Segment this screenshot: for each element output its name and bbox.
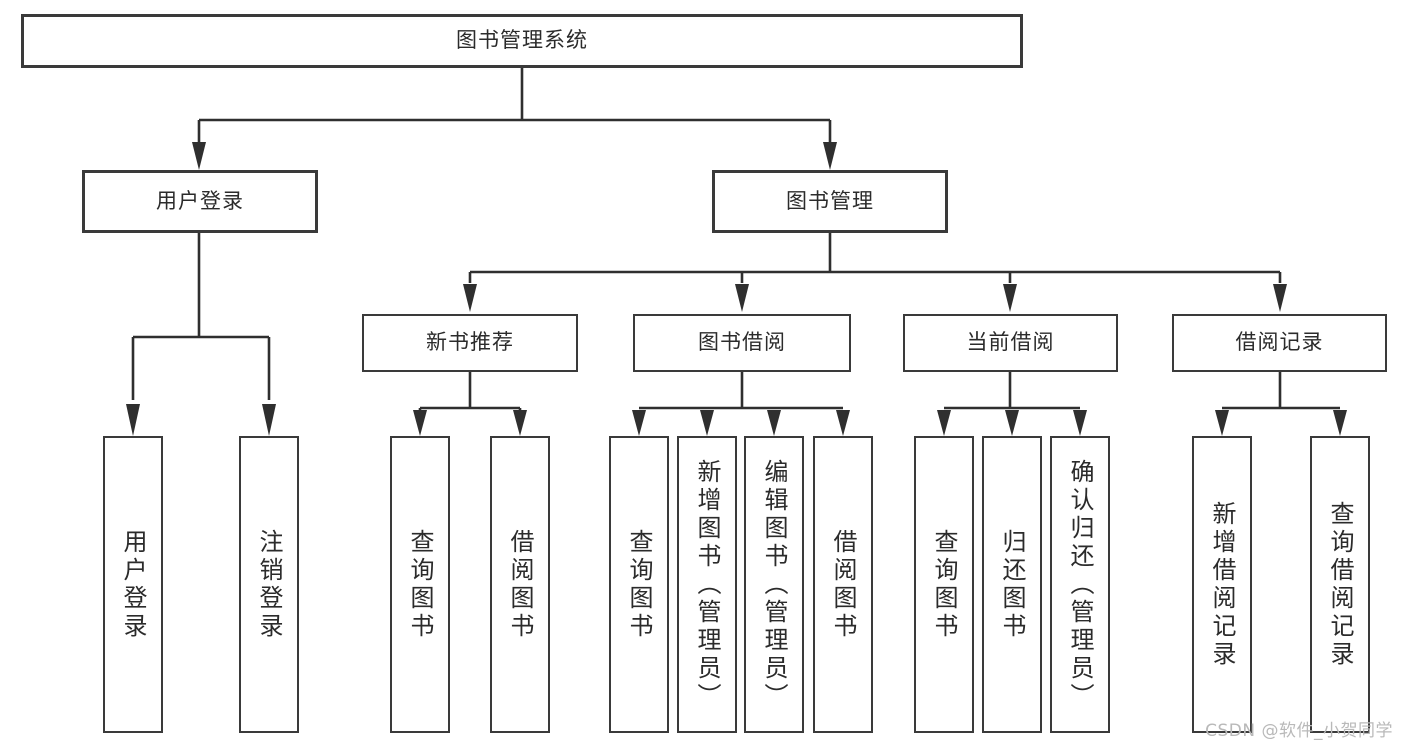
node-new-book-recommend[interactable]: 新书推荐 bbox=[362, 314, 578, 372]
node-borrow-record-label: 借阅记录 bbox=[1235, 330, 1324, 355]
arrowhead-book-manage bbox=[823, 142, 837, 170]
arrowhead-br-add bbox=[1215, 410, 1229, 436]
leaf-bb-query-book-label: 查询图书 bbox=[625, 528, 653, 641]
leaf-bb-add-book[interactable]: 新增图书（管理员） bbox=[677, 436, 737, 733]
node-new-book-recommend-label: 新书推荐 bbox=[426, 330, 514, 355]
leaf-bb-add-book-label: 新增图书（管理员） bbox=[693, 458, 721, 711]
arrowhead-leaf-logout bbox=[262, 404, 276, 436]
leaf-br-query-record[interactable]: 查询借阅记录 bbox=[1310, 436, 1370, 733]
arrowhead-borrow-book bbox=[735, 284, 749, 312]
leaf-cb-confirm-return-label: 确认归还（管理员） bbox=[1066, 458, 1094, 711]
leaf-br-query-record-label: 查询借阅记录 bbox=[1326, 500, 1354, 669]
arrowhead-cb-confirm bbox=[1073, 410, 1087, 436]
arrowhead-bb-borrow bbox=[836, 410, 850, 436]
arrowhead-cb-return bbox=[1005, 410, 1019, 436]
leaf-bb-edit-book[interactable]: 编辑图书（管理员） bbox=[744, 436, 804, 733]
leaf-bb-borrow-book-label: 借阅图书 bbox=[829, 528, 857, 641]
node-root-label: 图书管理系统 bbox=[456, 28, 588, 53]
arrowhead-nb-borrow bbox=[513, 410, 527, 436]
leaf-user-login-label: 用户登录 bbox=[119, 528, 147, 641]
node-root[interactable]: 图书管理系统 bbox=[21, 14, 1023, 68]
node-book-management[interactable]: 图书管理 bbox=[712, 170, 948, 233]
leaf-nb-query-book[interactable]: 查询图书 bbox=[390, 436, 450, 733]
arrowhead-nb-query bbox=[413, 410, 427, 436]
watermark: CSDN @软件_小贺同学 bbox=[1205, 721, 1393, 741]
node-current-borrow[interactable]: 当前借阅 bbox=[903, 314, 1118, 372]
leaf-nb-borrow-book-label: 借阅图书 bbox=[506, 528, 534, 641]
arrowhead-current-borrow bbox=[1003, 284, 1017, 312]
leaf-cb-query-book-label: 查询图书 bbox=[930, 528, 958, 641]
arrowhead-new-book bbox=[463, 284, 477, 312]
arrowhead-bb-query bbox=[632, 410, 646, 436]
arrowhead-br-query bbox=[1333, 410, 1347, 436]
leaf-bb-borrow-book[interactable]: 借阅图书 bbox=[813, 436, 873, 733]
node-book-management-label: 图书管理 bbox=[786, 188, 874, 213]
leaf-cb-query-book[interactable]: 查询图书 bbox=[914, 436, 974, 733]
leaf-user-login[interactable]: 用户登录 bbox=[103, 436, 163, 733]
arrowhead-bb-add bbox=[700, 410, 714, 436]
arrowhead-user-login bbox=[192, 142, 206, 170]
leaf-cb-return-book[interactable]: 归还图书 bbox=[982, 436, 1042, 733]
leaf-logout[interactable]: 注销登录 bbox=[239, 436, 299, 733]
leaf-bb-query-book[interactable]: 查询图书 bbox=[609, 436, 669, 733]
leaf-logout-label: 注销登录 bbox=[255, 528, 283, 641]
node-book-borrow[interactable]: 图书借阅 bbox=[633, 314, 851, 372]
arrowhead-leaf-user-login bbox=[126, 404, 140, 436]
leaf-cb-confirm-return[interactable]: 确认归还（管理员） bbox=[1050, 436, 1110, 733]
leaf-br-add-record-label: 新增借阅记录 bbox=[1208, 500, 1236, 669]
node-book-borrow-label: 图书借阅 bbox=[698, 330, 786, 355]
leaf-bb-edit-book-label: 编辑图书（管理员） bbox=[760, 458, 788, 711]
node-user-login-label: 用户登录 bbox=[156, 188, 244, 213]
arrowhead-cb-query bbox=[937, 410, 951, 436]
leaf-cb-return-book-label: 归还图书 bbox=[998, 528, 1026, 641]
leaf-br-add-record[interactable]: 新增借阅记录 bbox=[1192, 436, 1252, 733]
leaf-nb-borrow-book[interactable]: 借阅图书 bbox=[490, 436, 550, 733]
node-borrow-record[interactable]: 借阅记录 bbox=[1172, 314, 1387, 372]
leaf-nb-query-book-label: 查询图书 bbox=[406, 528, 434, 641]
arrowhead-borrow-record bbox=[1273, 284, 1287, 312]
node-current-borrow-label: 当前借阅 bbox=[966, 330, 1055, 355]
arrowhead-bb-edit bbox=[767, 410, 781, 436]
node-user-login[interactable]: 用户登录 bbox=[82, 170, 318, 233]
